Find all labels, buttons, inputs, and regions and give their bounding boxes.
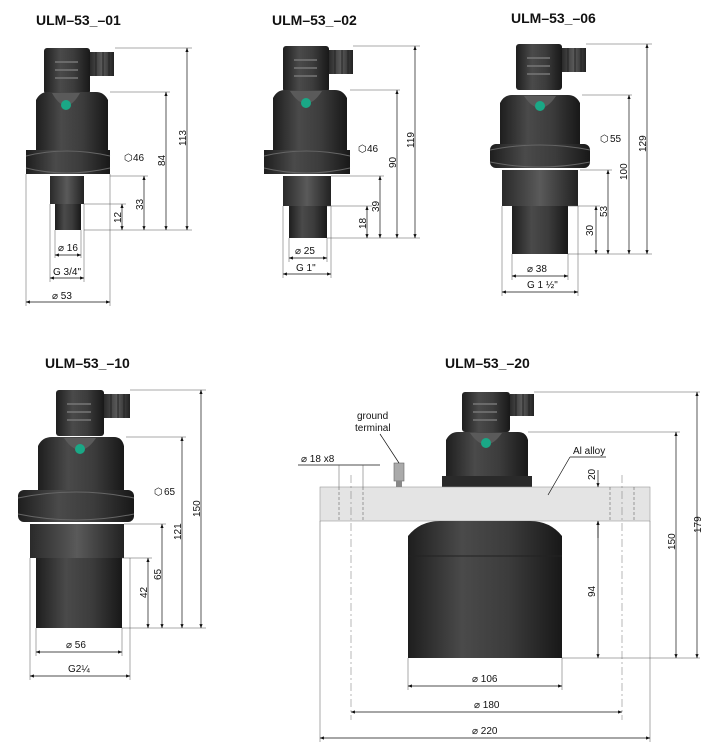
dim-90: 90 [388, 156, 399, 168]
alloy-label: Al alloy [573, 446, 605, 457]
hex-nut [490, 144, 590, 168]
dim-53: 53 [599, 205, 610, 217]
probe [512, 206, 568, 254]
thread [283, 176, 331, 206]
sensor-ulm-01 [25, 48, 114, 230]
dim-129: 129 [638, 135, 649, 152]
probe [36, 558, 122, 628]
connector-head [516, 44, 562, 90]
title-ulm-02: ULM–53_–02 [272, 12, 357, 28]
title-ulm-20: ULM–53_–20 [445, 355, 530, 371]
hex-size: 46 [133, 153, 145, 164]
dim-42: 42 [139, 586, 150, 598]
cable-gland [562, 48, 586, 72]
ground-terminal [393, 462, 405, 482]
dim-thread: G 3/4" [53, 267, 81, 278]
dim-thread: G2¼ [68, 663, 90, 675]
cable-gland [510, 394, 534, 416]
flange-plate [319, 486, 651, 522]
hex-nut [264, 150, 350, 174]
thread [30, 524, 124, 558]
dim-39: 39 [371, 200, 382, 212]
dim-100: 100 [619, 163, 630, 180]
dimensions-ulm-06: 129 100 53 30 ⬡ 55 ⌀ 38 G 1 ½" [501, 43, 652, 296]
dim-thread: G 1" [296, 263, 316, 274]
dim-d53: ⌀ 53 [52, 291, 72, 302]
dimensions-ulm-02: 119 90 39 18 ⬡ 46 ⌀ 25 G 1" [282, 45, 420, 278]
connector-head [283, 46, 329, 92]
dim-150: 150 [667, 533, 678, 550]
status-led [301, 98, 311, 108]
hex-size: 46 [367, 144, 379, 155]
thread [50, 176, 84, 204]
dim-150: 150 [192, 500, 203, 517]
housing-head [273, 90, 347, 150]
ground-label: ground [357, 411, 388, 422]
dimensions-ulm-20: ground terminal ⌀ 18 x8 Al alloy 179 150… [298, 391, 704, 742]
hex-label: ⬡ [154, 487, 163, 498]
hex-size: 55 [610, 134, 622, 145]
dim-84: 84 [157, 154, 168, 166]
dim-d38: ⌀ 38 [527, 264, 547, 275]
housing-head [38, 437, 124, 490]
status-led [535, 101, 545, 111]
dim-179: 179 [693, 516, 704, 533]
status-led [75, 444, 85, 454]
dim-119: 119 [406, 132, 417, 148]
connector-head [44, 48, 90, 94]
dim-d220: ⌀ 220 [472, 726, 498, 737]
housing-head [446, 432, 528, 487]
holes-label: ⌀ 18 x8 [301, 454, 335, 465]
sensor-ulm-20 [319, 392, 651, 720]
hex-nut [18, 490, 134, 522]
title-ulm-01: ULM–53_–01 [36, 12, 121, 28]
dim-33: 33 [135, 198, 146, 210]
cable-gland [104, 394, 130, 418]
sensor-ulm-10 [17, 390, 135, 628]
housing-head [36, 92, 108, 150]
title-ulm-06: ULM–53_–06 [511, 10, 596, 26]
sensor-ulm-06 [489, 44, 591, 254]
dim-30: 30 [585, 224, 596, 236]
dim-94: 94 [587, 585, 598, 597]
horn-body [408, 521, 562, 658]
thread [502, 170, 578, 206]
hex-nut [26, 150, 110, 174]
dim-thread: G 1 ½" [527, 280, 558, 291]
status-led [481, 438, 491, 448]
dim-d106: ⌀ 106 [472, 674, 498, 685]
dim-18: 18 [358, 217, 369, 229]
hex-size: 65 [164, 487, 176, 498]
dim-113: 113 [178, 130, 189, 146]
cable-gland [90, 52, 114, 76]
hex-label: ⬡ [358, 144, 367, 155]
dimensions-ulm-01: 113 84 33 12 ⬡ 46 ⌀ 16 G 3/4" ⌀ 53 [25, 47, 192, 306]
dim-d16: ⌀ 16 [58, 243, 78, 254]
dim-12: 12 [113, 211, 124, 223]
probe [289, 206, 327, 238]
title-ulm-10: ULM–53_–10 [45, 355, 130, 371]
terminal-label: terminal [355, 423, 391, 434]
dim-d56: ⌀ 56 [66, 640, 86, 651]
cable-gland [329, 50, 353, 74]
dim-121: 121 [173, 523, 184, 540]
hex-label: ⬡ [600, 134, 609, 145]
status-led [61, 100, 71, 110]
probe [55, 204, 81, 230]
dim-20: 20 [587, 468, 598, 480]
connector-head [56, 390, 104, 436]
dimensions-ulm-10: 150 121 65 42 ⬡ 65 ⌀ 56 G2¼ [29, 389, 206, 680]
dim-d25: ⌀ 25 [295, 246, 315, 257]
hex-label: ⬡ [124, 153, 133, 164]
dim-65: 65 [153, 568, 164, 580]
dim-d180: ⌀ 180 [474, 700, 500, 711]
sensor-ulm-02 [263, 46, 353, 238]
housing-head [500, 95, 580, 144]
